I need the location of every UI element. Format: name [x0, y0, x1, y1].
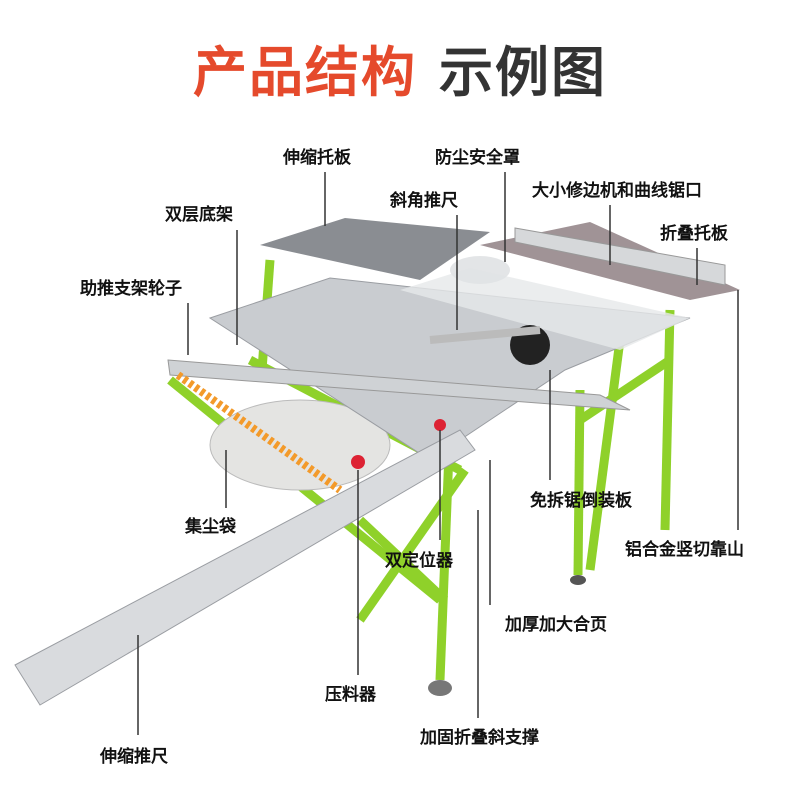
label-push-support-wheels: 助推支架轮子	[80, 279, 182, 299]
label-trimmer-jigsaw-slot: 大小修边机和曲线锯口	[532, 181, 702, 201]
fence-shape	[514, 227, 726, 286]
push-ruler-shape	[14, 429, 476, 706]
label-folding-support-board: 折叠托板	[660, 224, 728, 244]
label-folding-diagonal-brace: 加固折叠斜支撑	[420, 728, 539, 748]
label-aluminum-rip-fence: 铝合金竖切靠山	[625, 540, 744, 560]
label-saw-mount-plate: 免拆锯倒装板	[530, 491, 632, 511]
label-miter-gauge: 斜角推尺	[390, 191, 458, 211]
dust-guard-shape	[450, 256, 510, 284]
page-title: 产品结构示例图	[0, 28, 800, 107]
title-part1: 产品结构	[193, 41, 417, 104]
leader-lines	[137, 172, 739, 735]
dust-bag-shape	[209, 399, 391, 491]
label-hold-down-clamp: 压料器	[325, 685, 376, 705]
telescopic-board-shape	[260, 218, 490, 280]
label-dust-bag: 集尘袋	[185, 517, 236, 537]
label-telescopic-support-board: 伸缩托板	[283, 148, 351, 168]
label-double-positioner: 双定位器	[385, 551, 453, 571]
title-part2: 示例图	[439, 41, 607, 104]
label-telescopic-push-ruler: 伸缩推尺	[100, 747, 168, 767]
rollers	[175, 371, 343, 494]
label-double-base-frame: 双层底架	[165, 205, 233, 225]
label-thick-hinge: 加厚加大合页	[505, 615, 607, 635]
label-dust-guard: 防尘安全罩	[435, 148, 520, 168]
